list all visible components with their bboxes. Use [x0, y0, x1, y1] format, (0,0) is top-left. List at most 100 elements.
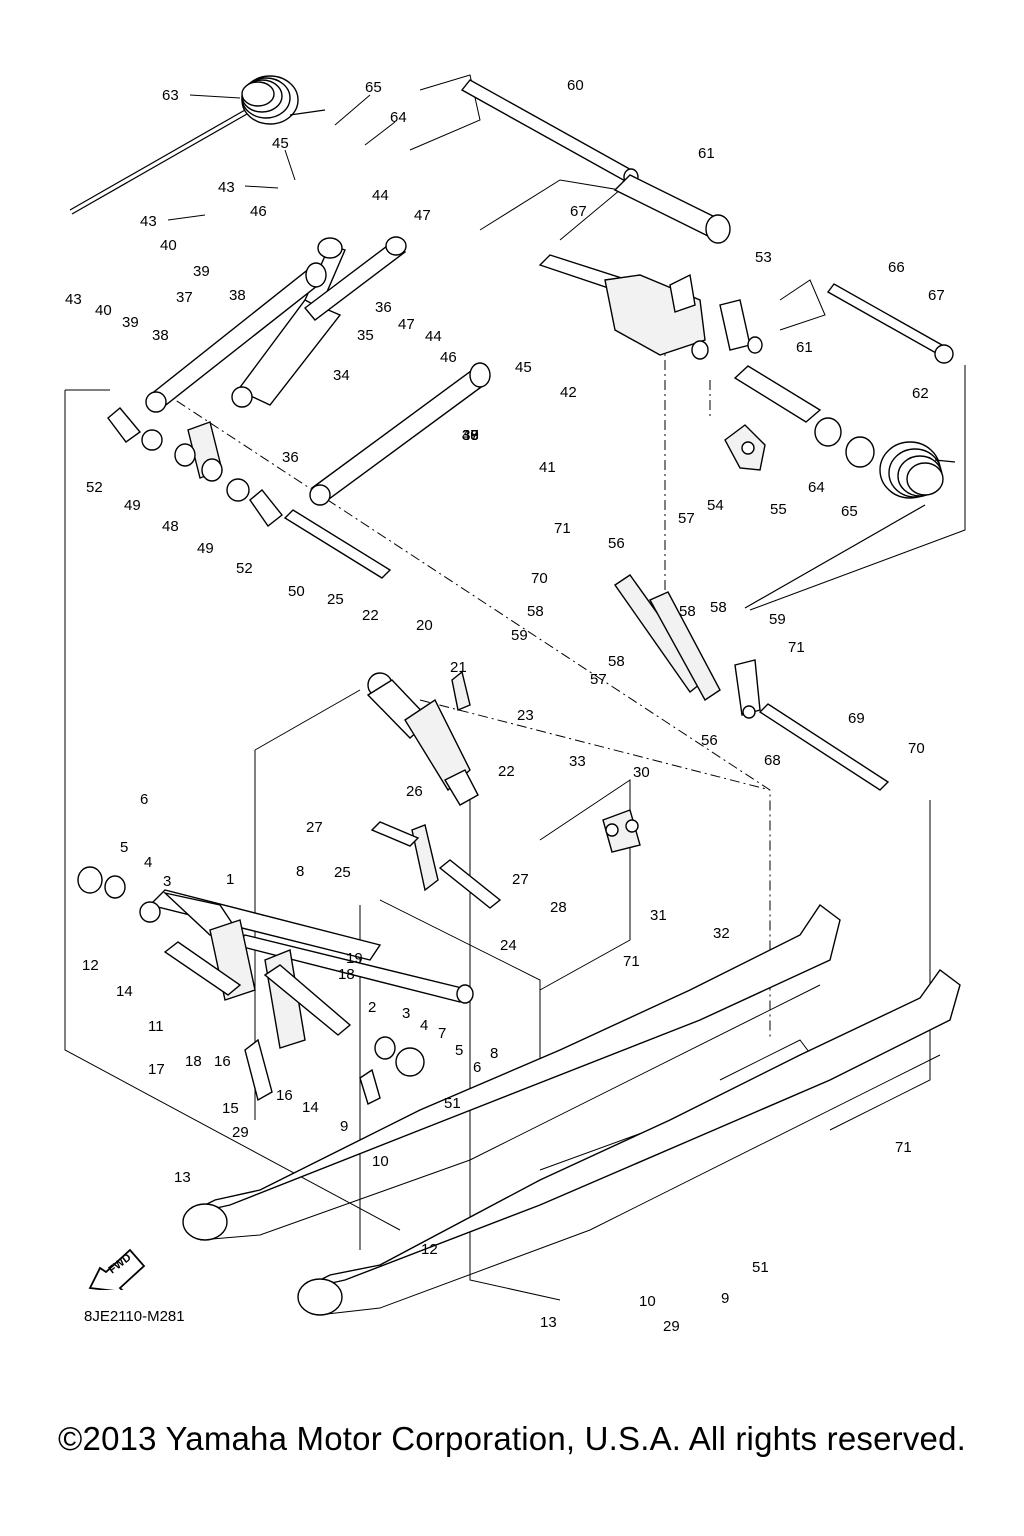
callout-label: 29 [232, 1124, 249, 1141]
forward-arrow-icon: FWD [88, 1248, 146, 1290]
callout-label: 60 [567, 77, 584, 94]
callout-label: 14 [116, 983, 133, 1000]
right-upper-shaft [733, 283, 954, 468]
callout-label: 33 [569, 753, 586, 770]
callout-label: 65 [365, 79, 382, 96]
callout-label: 54 [707, 497, 724, 514]
callout-label: 44 [425, 328, 442, 345]
callout-label: 12 [82, 957, 99, 974]
callout-label: 18 [185, 1053, 202, 1070]
callout-label: 36 [375, 299, 392, 316]
callout-label: 66 [888, 259, 905, 276]
callout-label: 49 [124, 497, 141, 514]
callout-label: 67 [928, 287, 945, 304]
callout-label: 71 [788, 639, 805, 656]
callout-label: 1 [226, 871, 234, 888]
callout-label: 46 [440, 349, 457, 366]
callout-label: 3 [402, 1005, 410, 1022]
front-arm [77, 866, 474, 1105]
callout-label: 64 [390, 109, 407, 126]
callout-label: 4 [420, 1017, 428, 1034]
callout-label: 35 [357, 327, 374, 344]
callout-label: 8 [296, 863, 304, 880]
callout-label: 58 [608, 653, 625, 670]
callout-label: 28 [550, 899, 567, 916]
callout-label: 36 [282, 449, 299, 466]
callout-label: 46 [250, 203, 267, 220]
slide-rail-right [297, 969, 961, 1316]
callout-label: 3 [163, 873, 171, 890]
callout-label: 71 [554, 520, 571, 537]
callout-label: 47 [398, 316, 415, 333]
torsion-spring-right [744, 441, 956, 609]
callout-label: 22 [498, 763, 515, 780]
center-shaft [758, 703, 890, 791]
callout-label: 49 [197, 540, 214, 557]
upper-arm-bracket [538, 254, 763, 360]
callout-label: 15 [222, 1100, 239, 1117]
callout-label: 24 [500, 937, 517, 954]
callout-label: 12 [421, 1241, 438, 1258]
callout-label: 61 [796, 339, 813, 356]
callout-label: 6 [140, 791, 148, 808]
callout-label: 40 [462, 427, 479, 444]
callout-label: 7 [438, 1025, 446, 1042]
callout-label: 47 [414, 207, 431, 224]
callout-label: 43 [218, 179, 235, 196]
callout-label: 25 [327, 591, 344, 608]
callout-label: 50 [288, 583, 305, 600]
callout-label: 59 [769, 611, 786, 628]
callout-label: 37 [176, 289, 193, 306]
callout-label: 13 [174, 1169, 191, 1186]
callout-label: 40 [95, 302, 112, 319]
callout-label: 16 [214, 1053, 231, 1070]
bracket-26 [370, 821, 502, 909]
callout-label: 4 [144, 854, 152, 871]
main-shock [366, 670, 479, 806]
callout-label: 27 [512, 871, 529, 888]
reference-lines [64, 74, 966, 1301]
callout-label: 51 [752, 1259, 769, 1276]
callout-label: 19 [346, 950, 363, 967]
callout-label: 56 [701, 732, 718, 749]
callout-label: 39 [193, 263, 210, 280]
callout-label: 5 [455, 1042, 463, 1059]
callout-labels: 63 65 64 45 43 46 44 47 43 40 39 38 37 4… [65, 77, 945, 1335]
callout-label: 38 [229, 287, 246, 304]
callout-label: 57 [590, 671, 607, 688]
center-arm-plates [614, 574, 761, 719]
callout-label: 56 [608, 535, 625, 552]
callout-label: 65 [841, 503, 858, 520]
callout-label: 40 [160, 237, 177, 254]
callout-label: 11 [148, 1018, 164, 1035]
callout-label: 58 [710, 599, 727, 616]
torsion-spring-left [69, 75, 326, 215]
callout-label: 67 [570, 203, 587, 220]
callout-label: 43 [65, 291, 82, 308]
link-rod-lower [309, 362, 491, 506]
callout-label: 10 [372, 1153, 389, 1170]
callout-label: 44 [372, 187, 389, 204]
callout-label: 10 [639, 1293, 656, 1310]
callout-label: 22 [362, 607, 379, 624]
callout-label: 2 [368, 999, 376, 1016]
bracket-30 [602, 809, 641, 853]
callout-label: 18 [338, 966, 355, 983]
callout-label: 69 [848, 710, 865, 727]
callout-label: 38 [462, 427, 479, 444]
callout-label: 70 [531, 570, 548, 587]
callout-label: 9 [340, 1118, 348, 1135]
callout-label: 9 [721, 1290, 729, 1307]
callout-label: 71 [623, 953, 640, 970]
callout-label: 23 [517, 707, 534, 724]
callout-label: 8 [490, 1045, 498, 1062]
callout-label: 53 [755, 249, 772, 266]
callout-label: 45 [515, 359, 532, 376]
callout-label: 27 [306, 819, 323, 836]
callout-label: 26 [406, 783, 423, 800]
callout-label: 6 [473, 1059, 481, 1076]
callout-label: 58 [527, 603, 544, 620]
callout-label: 37 [462, 427, 479, 444]
callout-label: 38 [152, 327, 169, 344]
callout-label: 62 [912, 385, 929, 402]
